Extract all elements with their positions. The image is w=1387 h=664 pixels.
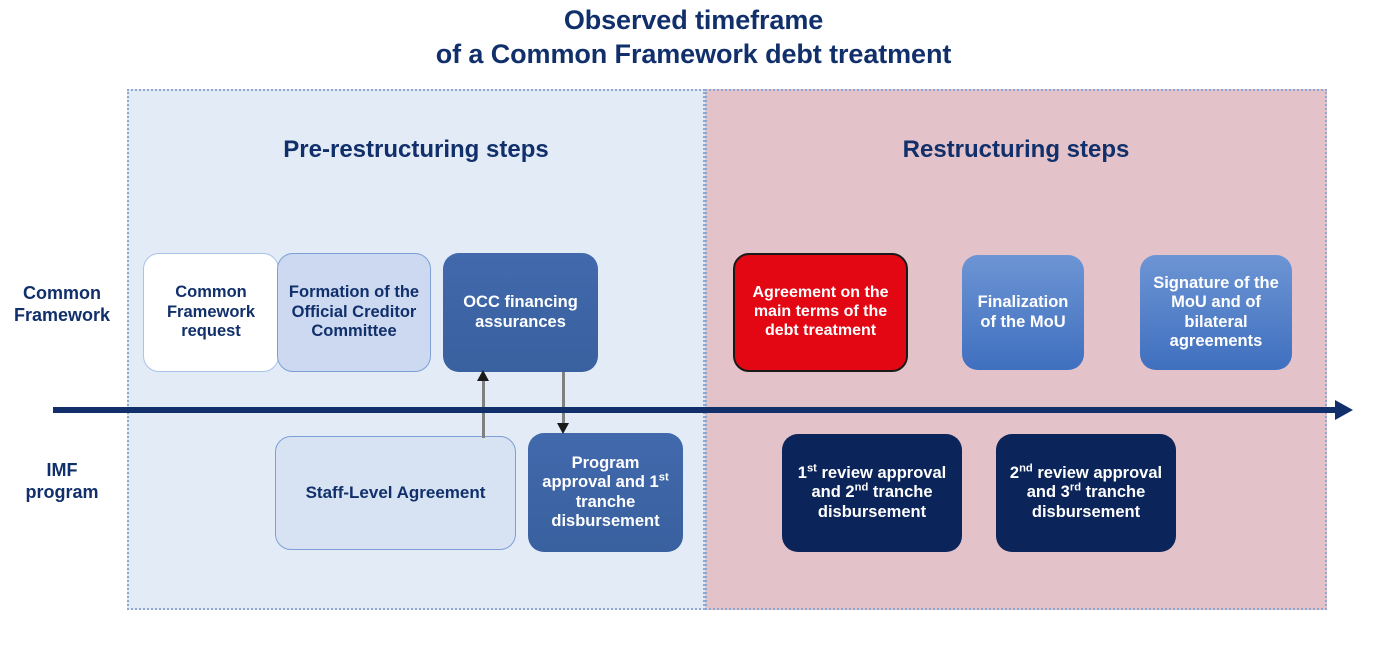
timeline-bar	[53, 407, 1336, 413]
timeline-axis	[53, 400, 1353, 420]
row-label-imf-line1: IMF	[46, 460, 78, 480]
page-title-line-1: Observed timeframe	[563, 5, 824, 35]
timeline-arrow-icon	[1335, 400, 1353, 420]
step-box-first-review-2nd-tranche[interactable]: 1st review approval and 2nd tranche disb…	[782, 434, 962, 552]
row-label-common-framework-line2: Framework	[13, 304, 111, 325]
step-box-cf-request[interactable]: Common Framework request	[143, 253, 279, 372]
row-label-common-framework-line1: Common	[23, 283, 101, 303]
step-box-first-review-2nd-tranche-label: 1st review approval and 2nd tranche disb…	[797, 462, 947, 521]
page-title-line-2: of a Common Framework debt treatment	[435, 38, 952, 69]
page-title: Observed timeframe of a Common Framework…	[0, 4, 1387, 72]
row-label-common-framework: Common Framework	[2, 283, 122, 326]
step-box-occ-financing-assurances-label: OCC financing assurances	[463, 293, 578, 331]
step-box-occ-formation[interactable]: Formation of the Official Creditor Commi…	[277, 253, 431, 372]
step-box-staff-level-agreement[interactable]: Staff-Level Agreement	[275, 436, 516, 550]
step-box-program-approval-1st-tranche[interactable]: Program approval and 1st tranche disburs…	[528, 433, 683, 552]
step-box-occ-financing-assurances[interactable]: OCC financing assurances	[443, 253, 598, 372]
connector-occ-to-program-arrow-down-icon	[557, 423, 569, 434]
step-box-occ-formation-label: Formation of the Official Creditor Commi…	[288, 283, 420, 341]
step-box-second-review-3rd-tranche[interactable]: 2nd review approval and 3rd tranche disb…	[996, 434, 1176, 552]
panel-pre-restructuring-heading: Pre-restructuring steps	[283, 136, 549, 163]
connector-occ-to-program-stem	[562, 372, 565, 426]
step-box-agreement-main-terms[interactable]: Agreement on the main terms of the debt …	[733, 253, 908, 372]
step-box-finalization-mou-label: Finalization of the MoU	[977, 293, 1069, 331]
step-box-staff-level-agreement-label: Staff-Level Agreement	[305, 482, 486, 502]
step-box-cf-request-label: Common Framework request	[166, 283, 256, 341]
connector-sla-to-occ	[477, 370, 489, 438]
step-box-signature-mou[interactable]: Signature of the MoU and of bilateral ag…	[1140, 255, 1292, 370]
step-box-signature-mou-label: Signature of the MoU and of bilateral ag…	[1153, 273, 1279, 350]
row-label-imf-line2: program	[25, 481, 99, 502]
step-box-finalization-mou[interactable]: Finalization of the MoU	[962, 255, 1084, 370]
connector-sla-to-occ-arrow-up-icon	[477, 370, 489, 381]
panel-restructuring-heading: Restructuring steps	[902, 136, 1130, 163]
step-box-agreement-main-terms-label: Agreement on the main terms of the debt …	[752, 284, 889, 339]
step-box-program-approval-1st-tranche-label: Program approval and 1st tranche disburs…	[542, 453, 669, 530]
connector-occ-to-program	[557, 372, 569, 434]
step-box-second-review-3rd-tranche-label: 2nd review approval and 3rd tranche disb…	[1009, 462, 1163, 521]
row-label-imf-program: IMF program	[2, 460, 122, 503]
